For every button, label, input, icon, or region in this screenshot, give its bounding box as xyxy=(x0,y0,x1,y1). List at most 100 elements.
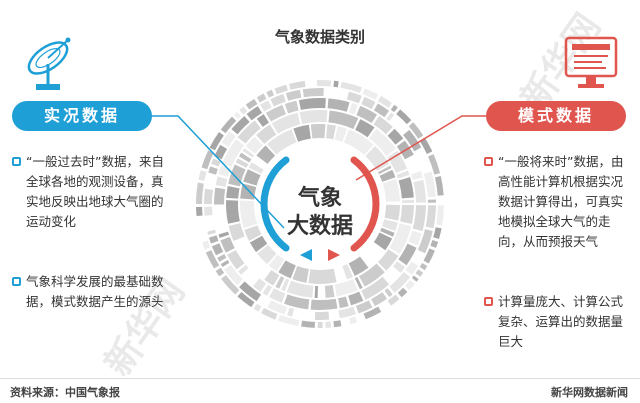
wheel-segment xyxy=(411,171,423,180)
wheel-segment xyxy=(411,275,419,282)
wheel-rings xyxy=(195,80,444,329)
left-bullet-1-text: “一般过去时”数据，来自全球各地的观测设备，真实地反映出地球大气圈的运动变化 xyxy=(26,154,164,229)
bullet-square-icon xyxy=(484,157,493,166)
wheel-segment xyxy=(389,272,411,293)
wheel-segment xyxy=(359,263,385,287)
left-bullet-1: “一般过去时”数据，来自全球各地的观测设备，真实地反映出地球大气圈的运动变化 xyxy=(12,152,164,232)
wheel-segment xyxy=(248,162,264,174)
wheel-segment xyxy=(198,170,207,181)
brand-credit: 新华网数据新闻 xyxy=(551,386,628,399)
wheel-segment xyxy=(224,264,243,286)
wheel-segment xyxy=(334,279,358,297)
wheel-segment xyxy=(205,250,220,269)
wheel-segment xyxy=(317,321,323,329)
page-title: 气象数据类别 xyxy=(274,28,365,46)
wheel-segment xyxy=(419,263,428,271)
wheel-segment xyxy=(237,292,255,308)
wheel-segment xyxy=(379,169,396,182)
wheel-segment xyxy=(382,219,398,232)
wheel-segment xyxy=(271,112,301,134)
wheel-segment xyxy=(389,223,412,255)
wheel-segment xyxy=(298,98,326,110)
wheel-segment xyxy=(328,110,359,130)
wheel-segment xyxy=(260,100,272,112)
wheel-segment xyxy=(396,170,410,179)
wheel-segment xyxy=(221,275,240,295)
wheel-segment xyxy=(434,175,444,196)
wheel-segment xyxy=(215,176,228,187)
wheel-segment xyxy=(433,227,442,239)
wheel-segment xyxy=(249,235,268,253)
wheel-segment xyxy=(346,91,362,104)
blue-arc xyxy=(260,156,290,252)
wheel-segment xyxy=(310,298,338,310)
wheel-segment xyxy=(218,231,230,238)
right-connector xyxy=(355,115,486,181)
wheel-segment xyxy=(220,259,230,268)
wheel-segment xyxy=(207,229,216,235)
wheel-segment xyxy=(310,124,326,139)
wheel-segment xyxy=(405,280,415,290)
wheel-segment xyxy=(220,116,237,134)
wheel-segment xyxy=(325,321,332,328)
wheel-segment xyxy=(253,303,262,312)
wheel-segment xyxy=(362,88,379,100)
wheel-segment xyxy=(338,296,349,309)
wheel-segment xyxy=(217,254,227,262)
center-title-line1: 气象 xyxy=(297,186,342,211)
wheel-segment xyxy=(301,320,316,328)
wheel-segment xyxy=(256,93,267,103)
wheel-segment xyxy=(286,280,314,298)
wheel-segment xyxy=(365,145,390,171)
wheel-segment xyxy=(264,270,280,286)
wheel-segment xyxy=(243,169,261,186)
wheel-segment xyxy=(227,250,245,270)
wheel-segment xyxy=(215,267,225,277)
red-arc xyxy=(350,156,380,252)
right-bullet-1: “一般将来时”数据，由高性能计算机根据实况数据计算得出，可真实地模拟全球大气的走… xyxy=(484,152,626,252)
wheel-segment xyxy=(284,294,310,310)
wheel-segment xyxy=(228,164,246,187)
wheel-segment xyxy=(195,182,204,205)
wheel-segment xyxy=(221,131,236,147)
wheel-segment xyxy=(256,124,277,144)
wheel-segment xyxy=(417,229,433,254)
wheel-segment xyxy=(387,294,400,306)
wheel-segment xyxy=(334,126,348,142)
wheel-segment xyxy=(373,103,390,118)
wheel-segment xyxy=(245,136,263,154)
wheel-segment xyxy=(361,96,376,110)
wheel-segment xyxy=(281,278,290,292)
wheel-segment xyxy=(428,154,441,175)
center-title-line2: 大数据 xyxy=(286,214,353,239)
computer-monitor-icon xyxy=(564,36,618,88)
wheel-segment xyxy=(430,239,439,248)
wheel-segment xyxy=(408,122,424,139)
wheel-segment xyxy=(354,277,363,290)
wheel-segment xyxy=(423,248,435,264)
wheel-segment xyxy=(235,158,249,168)
wheel-segment xyxy=(373,116,393,135)
wheel-segment xyxy=(382,179,400,202)
wheel-segment xyxy=(342,264,354,280)
wheel-segment xyxy=(369,128,397,156)
bullet-square-icon xyxy=(484,297,493,306)
right-bullet-1-text: “一般将来时”数据，由高性能计算机根据实况数据计算得出，可真实地模拟全球大气的走… xyxy=(498,154,624,249)
wheel-segment xyxy=(268,254,285,272)
wheel-segment xyxy=(213,187,226,205)
wheel-segment xyxy=(274,84,288,95)
wheel-segment xyxy=(327,98,350,112)
wheel-segment xyxy=(278,260,296,279)
wheel-segment xyxy=(266,89,275,98)
wheel-segment xyxy=(343,129,374,156)
wheel-segment xyxy=(208,235,219,244)
wheel-segment xyxy=(226,186,240,199)
wheel-segment xyxy=(238,265,249,275)
wheel-segment xyxy=(326,124,336,140)
wheel-segment xyxy=(267,129,297,155)
wheel-segment xyxy=(377,95,392,108)
wheel-center xyxy=(258,142,382,266)
wheel-segment xyxy=(220,236,235,253)
wheel-segment xyxy=(293,124,311,142)
